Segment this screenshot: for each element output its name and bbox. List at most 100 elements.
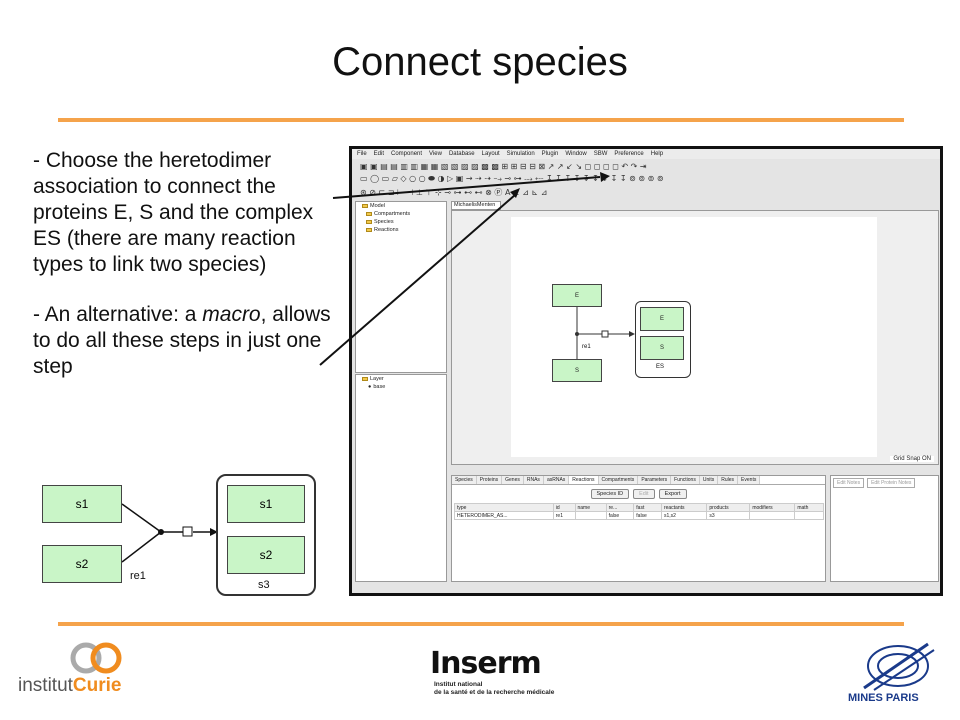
tab-asrnas[interactable]: asRNAs [543, 476, 570, 484]
notes-panel: Edit Notes Edit Protein Notes [830, 475, 939, 582]
folder-icon [366, 212, 372, 216]
tree-root[interactable]: Model [356, 202, 446, 210]
col-id[interactable]: id [552, 503, 576, 512]
tab-reactions[interactable]: Reactions [569, 476, 599, 484]
complex-label: s3 [258, 579, 270, 591]
mines-paris-logo: MINES PARIS [848, 640, 943, 705]
col-name[interactable]: name [574, 503, 607, 512]
folder-icon [362, 377, 368, 381]
reaction-label: re1 [130, 570, 146, 582]
col-products[interactable]: products [706, 503, 751, 512]
complex-member-s1: s1 [227, 485, 305, 523]
menu-help[interactable]: Help [650, 151, 664, 157]
slide-title: Connect species [332, 40, 628, 84]
cell-fast[interactable]: false [633, 511, 662, 520]
layer-item-base[interactable]: ●base [368, 384, 386, 390]
cell-math[interactable] [794, 511, 824, 520]
inserm-subtitle-1: Institut national [434, 681, 483, 688]
col-type[interactable]: type [454, 503, 554, 512]
cell-name[interactable] [574, 511, 607, 520]
celldesigner-window: File Edit Component View Database Layout… [349, 146, 943, 596]
tab-proteins[interactable]: Proteins [476, 476, 503, 484]
canvas-complex-member-e[interactable]: E [640, 307, 684, 331]
table-row[interactable]: HETERODIMER_AS... re1 false false s1,s2 … [454, 511, 824, 520]
canvas-complex-label: ES [656, 364, 665, 370]
tab-genes[interactable]: Genes [502, 476, 524, 484]
folder-icon [366, 220, 372, 224]
bullet-icon: ● [368, 384, 372, 390]
canvas-species-e[interactable]: E [552, 284, 602, 307]
canvas-complex-es[interactable]: E S ES [635, 301, 691, 378]
menu-preference[interactable]: Preference [614, 151, 644, 157]
cell-id[interactable]: re1 [552, 511, 576, 520]
drawing-canvas[interactable]: E S E S ES re1 [511, 217, 877, 457]
tab-units[interactable]: Units [699, 476, 719, 484]
cell-type[interactable]: HETERODIMER_AS... [454, 511, 554, 520]
tree-item-compartments[interactable]: Compartments [356, 210, 446, 218]
tree-item-species[interactable]: Species [356, 218, 446, 226]
col-math[interactable]: math [794, 503, 824, 512]
cell-modifiers[interactable] [749, 511, 796, 520]
export-button[interactable]: Export [658, 489, 687, 499]
edit-button[interactable]: Edit [633, 489, 655, 499]
complex-member-s2: s2 [227, 536, 305, 574]
folder-icon [362, 204, 368, 208]
toolbar-row-1[interactable]: ▣ ▣ ▤ ▤ ▥ ▥ ▦ ▦ ▧ ▧ ▨ ▨ ▩ ▩ ⊞ ⊞ ⊟ ⊟ ⊠ ↗ … [360, 161, 647, 171]
table-button-row: Species ID Edit Export [452, 489, 825, 499]
cell-reversible[interactable]: false [605, 511, 635, 520]
grid-snap-status: Grid Snap ON [890, 456, 934, 462]
tab-parameters[interactable]: Parameters [638, 476, 672, 484]
inserm-logo: Inserm Institut national de la santé et … [430, 646, 630, 706]
tab-species[interactable]: Species [452, 476, 477, 484]
document-tab[interactable]: MichaelisMenten [451, 201, 501, 210]
tab-rules[interactable]: Rules [718, 476, 739, 484]
bottom-divider [58, 622, 904, 626]
canvas-species-s[interactable]: S [552, 359, 602, 382]
menu-database[interactable]: Database [448, 151, 475, 157]
menu-edit[interactable]: Edit [373, 151, 385, 157]
menu-bar: File Edit Component View Database Layout… [352, 149, 940, 159]
tab-functions[interactable]: Functions [671, 476, 700, 484]
layer-root[interactable]: Layer [356, 375, 446, 383]
edit-notes-button[interactable]: Edit Notes [833, 478, 865, 488]
macro-reaction-lines [121, 503, 218, 563]
inserm-subtitle-2: de la santé et de la recherche médicale [434, 689, 555, 696]
bullet-2: - An alternative: a macro, allows to do … [33, 303, 331, 378]
col-fast[interactable]: fast [633, 503, 662, 512]
notes-button-row: Edit Notes Edit Protein Notes [831, 476, 938, 490]
menu-plugin[interactable]: Plugin [541, 151, 559, 157]
mines-emblem-icon [863, 642, 935, 691]
cell-reactants[interactable]: s1,s2 [660, 511, 708, 520]
macro-emphasis: macro [202, 303, 261, 326]
canvas-complex-member-s[interactable]: S [640, 336, 684, 360]
folder-icon [366, 228, 372, 232]
tab-compartments[interactable]: Compartments [598, 476, 639, 484]
complex-s3: s1 s2 s3 [216, 474, 316, 596]
col-modifiers[interactable]: modifiers [749, 503, 796, 512]
menu-window[interactable]: Window [565, 151, 587, 157]
mines-wordmark: MINES PARIS [848, 692, 919, 704]
tab-rnas[interactable]: RNAs [523, 476, 544, 484]
canvas-area[interactable]: E S E S ES re1 Grid Snap ON [451, 210, 939, 465]
toolbar-row-2[interactable]: ▭ ◯ ▭ ▱ ◇ ○ ○ ⬬ ◑ ▷ ▣ → ⇢ ⇢ ⤍ ⊸ ⊶ ⤏ ⤎ ↧ … [360, 174, 664, 183]
toolbar-row-3[interactable]: ⊛ ⊘ ⊏ ⊐ ⊢ ⊣ ⊥ ⊤ ⊹ ⊸ ⊶ ⊷ ⊷ ⊗ Ⓟ A ⊾ ⊿ ⊾ ⊿ [360, 187, 548, 197]
col-reversible[interactable]: re... [605, 503, 635, 512]
menu-sbw[interactable]: SBW [593, 151, 608, 157]
menu-component[interactable]: Component [391, 151, 423, 157]
menu-file[interactable]: File [357, 151, 367, 157]
species-s2-node: s2 [42, 545, 122, 583]
col-reactants[interactable]: reactants [660, 503, 708, 512]
menu-layout[interactable]: Layout [481, 151, 500, 157]
menu-simulation[interactable]: Simulation [506, 151, 535, 157]
tab-events[interactable]: Events [738, 476, 761, 484]
component-table-panel: Species Proteins Genes RNAs asRNAs React… [451, 475, 826, 582]
tree-item-reactions[interactable]: Reactions [356, 226, 446, 234]
table-header-row: type id name re... fast reactants produc… [454, 503, 824, 512]
species-s1-node: s1 [42, 485, 122, 523]
edit-protein-notes-button[interactable]: Edit Protein Notes [867, 478, 916, 488]
top-divider [58, 118, 904, 122]
menu-view[interactable]: View [429, 151, 442, 157]
species-id-button[interactable]: Species ID [590, 489, 630, 499]
institut-curie-logo: institutCurie [18, 640, 148, 700]
cell-products[interactable]: s3 [706, 511, 751, 520]
